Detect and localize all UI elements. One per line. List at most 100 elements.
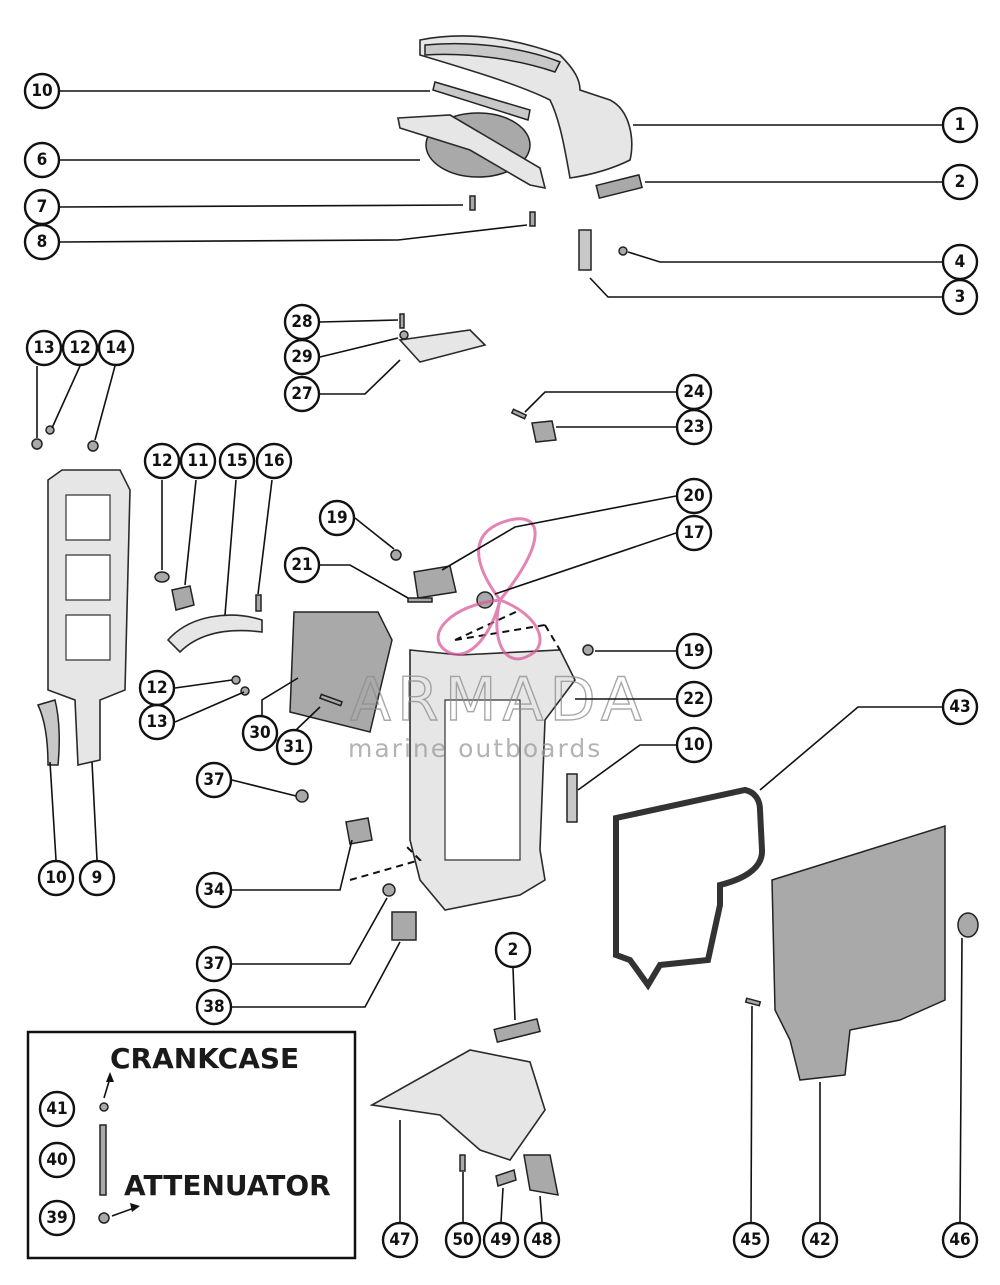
leader-lines [36,90,963,1223]
callout-label: 2 [508,940,519,960]
seal-block-lower-part [493,1017,541,1044]
callout-label: 13 [33,338,54,358]
callout-13-left: 13 [25,329,63,367]
callout-23: 23 [675,408,713,446]
callout-9: 9 [78,859,116,897]
arm-15-part [166,614,263,654]
callout-8: 8 [23,223,61,261]
callout-label: 16 [263,451,284,471]
inset-subtitle: ATTENUATOR [124,1169,331,1202]
screw-45-part [744,997,762,1007]
callout-29: 29 [283,338,321,376]
callout-1: 1 [941,106,979,144]
alignment-dash-lower [349,844,422,881]
callout-label: 9 [92,868,103,888]
callout-10-top: 10 [23,72,61,110]
callout-label: 30 [249,723,270,743]
callout-label: 40 [46,1150,67,1170]
callout-label: 27 [291,384,312,404]
callout-47: 47 [381,1221,419,1259]
callout-17: 17 [675,514,713,552]
pad-38-part [391,911,417,941]
callout-28: 28 [283,303,321,341]
seal-strip-top-part [432,81,531,121]
callout-3: 3 [941,278,979,316]
callout-24: 24 [675,373,713,411]
callout-14: 14 [97,329,135,367]
screw-31-part [319,693,343,707]
callout-label: 47 [389,1230,410,1250]
callout-12-lower: 12 [138,669,176,707]
callout-label: 1 [955,115,966,135]
screw-28-part [399,313,405,329]
screw-8-part [529,211,536,227]
callout-label: 29 [291,347,312,367]
callout-11: 11 [179,442,217,480]
inset-arrow-up-head [106,1072,114,1082]
main-bracket-window [444,699,521,861]
nut-14-part [87,440,99,452]
callout-label: 10 [45,868,66,888]
callout-label: 42 [809,1230,830,1250]
callout-label: 22 [683,689,704,709]
callout-37-lower: 37 [195,945,233,983]
callout-label: 48 [531,1230,552,1250]
watermark-tagline: marine outboards [348,734,602,763]
callout-label: 7 [37,197,48,217]
screw-4-part [618,246,628,256]
callout-label: 13 [146,712,167,732]
callout-label: 10 [683,735,704,755]
armada-watermark: ARMADA marine outboards [348,517,648,763]
callout-49: 49 [482,1221,520,1259]
inset-arrow-right-head [130,1203,140,1212]
clip-23-part [531,420,557,443]
callout-48: 48 [523,1221,561,1259]
bracket-20-part [413,565,457,599]
callout-label: 41 [46,1099,67,1119]
screw-16-part [255,594,262,612]
callout-50: 50 [444,1221,482,1259]
callout-label: 8 [37,232,48,252]
cowl-panel-42-part [771,824,946,1081]
washer-29-part [399,330,409,340]
callout-20: 20 [675,477,713,515]
callout-label: 37 [203,954,224,974]
callout-label: 2 [955,172,966,192]
callout-30: 30 [241,714,279,752]
callout-6: 6 [23,141,61,179]
fitting-39 [98,1212,110,1224]
air-silencer-box-part [289,611,393,733]
attenuator-hose-40 [99,1124,107,1196]
callout-4: 4 [941,243,979,281]
callout-7: 7 [23,188,61,226]
callout-31: 31 [275,728,313,766]
callout-label: 4 [955,252,966,272]
washer-12b-part [154,571,170,583]
spring-49-part [495,1169,517,1187]
watermark-brand: ARMADA [350,665,648,735]
callout-label: 12 [151,451,172,471]
callout-40: 40 [38,1141,76,1179]
screw-24-part [510,408,528,420]
callout-label: 50 [452,1230,473,1250]
callout-45: 45 [732,1221,770,1259]
callout-label: 46 [949,1230,970,1250]
mount-11-part [171,585,195,611]
nut-13b-part [240,686,250,696]
callout-12-mid: 12 [143,442,181,480]
top-cowl-part [419,35,633,179]
callout-label: 19 [683,641,704,661]
screw-21-part [407,597,433,603]
callout-34: 34 [195,871,233,909]
nut-37b-part [382,883,396,897]
propeller-logo [436,517,542,661]
callout-19-right: 19 [675,632,713,670]
alignment-dash-upper [454,609,561,651]
callout-label: 6 [37,150,48,170]
callout-label: 23 [683,417,704,437]
callout-46: 46 [941,1221,979,1259]
callout-label: 31 [283,737,304,757]
callout-label: 20 [683,486,704,506]
callout-10-mid: 10 [675,726,713,764]
callout-13-lower: 13 [138,703,176,741]
